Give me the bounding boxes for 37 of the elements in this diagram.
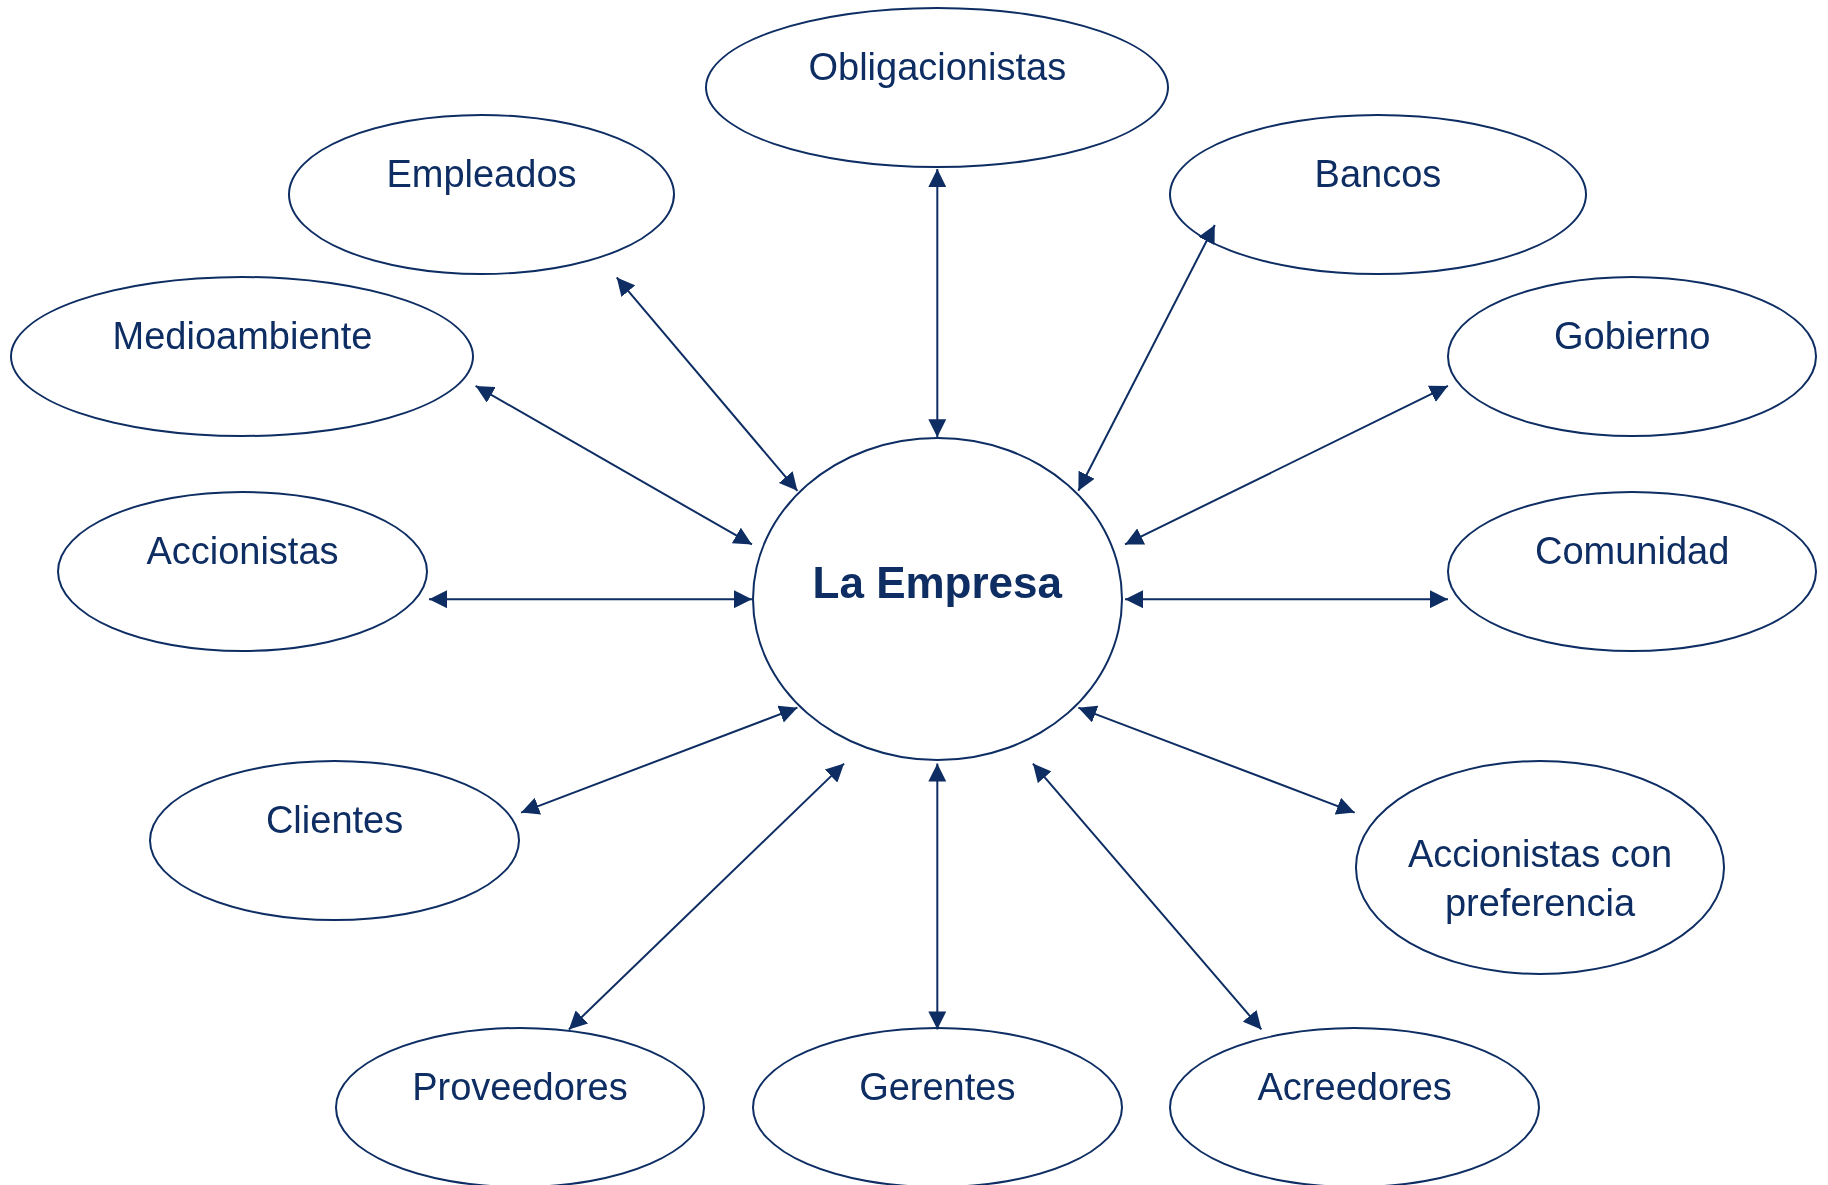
double-arrow xyxy=(428,590,753,609)
ellipse-node xyxy=(705,7,1170,168)
node-label: Comunidad xyxy=(1533,528,1731,574)
node-label: Gerentes xyxy=(858,1065,1017,1110)
double-arrow xyxy=(1124,590,1449,609)
node-label: Bancos xyxy=(1313,152,1443,198)
ellipse-node xyxy=(334,1027,706,1185)
ellipse-node xyxy=(10,276,475,438)
double-arrow xyxy=(1077,705,1356,815)
double-arrow xyxy=(567,762,846,1031)
ellipse-node xyxy=(751,1027,1123,1185)
ellipse-node xyxy=(1169,114,1587,276)
node-label: La Empresa xyxy=(811,556,1064,609)
double-arrow xyxy=(1031,762,1263,1031)
ellipse-node xyxy=(1169,1027,1541,1185)
node-label: Gobierno xyxy=(1552,314,1712,360)
double-arrow xyxy=(928,168,947,439)
node-label: Medioambiente xyxy=(111,314,374,360)
ellipse-node xyxy=(149,760,520,921)
ellipse-node xyxy=(287,114,675,276)
double-arrow xyxy=(1124,384,1449,546)
node-label: Obligacionistas xyxy=(807,44,1068,90)
ellipse-node xyxy=(1354,760,1726,975)
node-label: Empleados xyxy=(385,152,578,198)
double-arrow xyxy=(615,276,799,492)
ellipse-node xyxy=(751,437,1123,762)
node-label: Proveedores xyxy=(411,1065,629,1110)
node-label: Acreedores xyxy=(1256,1065,1453,1110)
double-arrow xyxy=(520,705,799,815)
node-label: Clientes xyxy=(264,798,405,843)
ellipse-node xyxy=(1446,276,1818,438)
node-label: Accionistas xyxy=(145,528,340,574)
double-arrow xyxy=(474,384,753,546)
node-label: Accionistas con preferencia xyxy=(1407,831,1674,926)
double-arrow xyxy=(1077,224,1216,492)
ellipse-node xyxy=(1446,490,1818,652)
ellipse-node xyxy=(57,490,428,652)
